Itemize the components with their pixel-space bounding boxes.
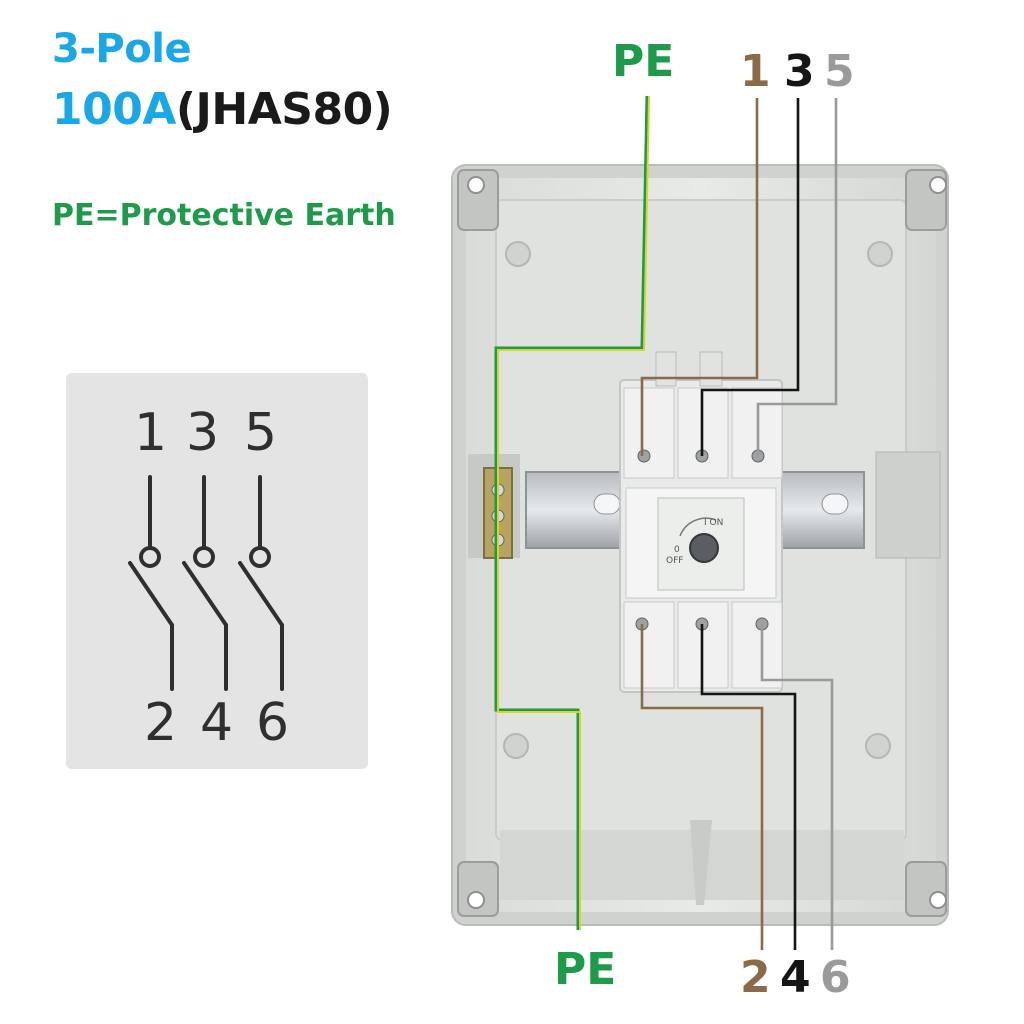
terminal-label-3: 3 [784, 46, 815, 97]
switch-off-label: OFF [666, 556, 684, 566]
title-rating-model: 100A(JHAS80) [52, 84, 393, 135]
title-pole-count: 3-Pole [52, 26, 192, 72]
schematic-bottom-terminal-6: 6 [256, 693, 290, 753]
model-text: (JHAS80) [175, 84, 393, 135]
terminal-label-1: 1 [740, 46, 771, 97]
pe-legend-note: PE=Protective Earth [52, 198, 396, 233]
pe-wire [494, 95, 650, 930]
schematic-bottom-terminal-2: 2 [144, 693, 178, 753]
schematic-top-terminal-3: 3 [186, 403, 220, 463]
terminal-label-5: 5 [824, 46, 855, 97]
terminal-label-6: 6 [820, 952, 851, 1003]
pe-top-label: PE [612, 36, 675, 87]
schematic-top-terminal-5: 5 [244, 403, 278, 463]
schematic-bottom-terminal-4: 4 [200, 693, 234, 753]
switch-on-label: I ON [704, 518, 724, 528]
terminal-label-2: 2 [740, 952, 771, 1003]
rating-text: 100A [52, 84, 176, 135]
switch-schematic-panel: 1 3 5 2 4 6 [66, 373, 368, 769]
schematic-contacts-drawing [128, 475, 284, 691]
pe-bottom-label: PE [554, 944, 617, 995]
terminal-label-4: 4 [780, 952, 811, 1003]
switch-off-zero-label: 0 [674, 545, 680, 555]
phase-wires [640, 98, 838, 950]
schematic-top-terminal-1: 1 [134, 403, 168, 463]
